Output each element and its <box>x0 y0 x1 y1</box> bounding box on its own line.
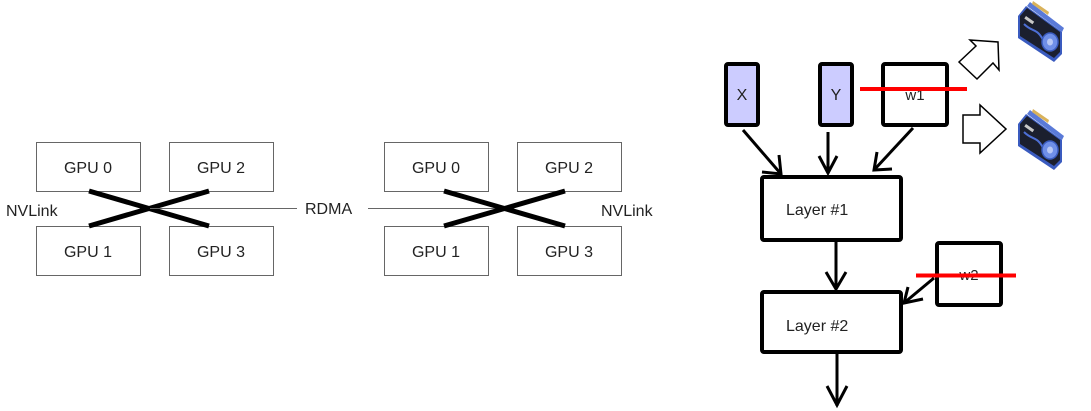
gpu-box <box>384 226 489 276</box>
weight-box <box>881 62 949 127</box>
graphics-card-icon <box>1017 108 1065 171</box>
input-label: X <box>737 87 748 104</box>
layer-label: Layer #1 <box>786 202 848 219</box>
input-label: Y <box>831 87 842 104</box>
left-gpu-1-node: GPU 1 <box>36 226 141 276</box>
arrow-w1-to-layer1 <box>872 126 915 172</box>
arrow-head <box>872 151 893 172</box>
left-gpu-2-node: GPU 2 <box>169 142 274 192</box>
input-box <box>724 62 760 127</box>
gpu-box <box>517 226 622 276</box>
arrow-head <box>901 286 924 305</box>
gpu-box <box>169 142 274 192</box>
block-arrow-right-icon <box>962 103 1008 155</box>
gpu-label: GPU 3 <box>545 244 593 261</box>
arrow-y-to-layer1 <box>817 132 839 177</box>
left-gpu-0-node: GPU 0 <box>36 142 141 192</box>
layer-box <box>760 175 903 242</box>
graphics-card-icon <box>1017 0 1065 63</box>
nvlink-label-left: NVLink <box>6 203 59 220</box>
arrow-shaft <box>872 126 915 172</box>
layer-box <box>760 290 903 354</box>
dispatch-section <box>957 0 1065 171</box>
weight-w1-node: w1 <box>860 62 967 127</box>
arrow-layer1-to-layer2 <box>824 242 848 292</box>
right-gpu-1-node: GPU 1 <box>384 226 489 276</box>
arrow-shaft <box>741 129 783 175</box>
weight-label: w1 <box>904 87 924 104</box>
layer-label: Layer #2 <box>786 318 848 335</box>
nvlink-cross-line <box>443 188 566 229</box>
arrow-w2-to-layer2 <box>901 276 935 305</box>
right-gpu-0-node: GPU 0 <box>384 142 489 192</box>
arrow-shaft <box>903 276 935 305</box>
gpu-box <box>36 226 141 276</box>
rdma-label: RDMA <box>305 201 352 218</box>
right-gpu-2-node: GPU 2 <box>517 142 622 192</box>
layer-2-node: Layer #2 <box>760 290 903 354</box>
arrow-head <box>825 385 849 409</box>
gpu-label: GPU 3 <box>197 244 245 261</box>
arrow-head <box>817 155 839 177</box>
rdma-link: RDMA <box>150 201 500 218</box>
input-x-node: X <box>724 62 760 127</box>
gpu-box <box>517 142 622 192</box>
gpu-box <box>384 142 489 192</box>
input-y-node: Y <box>818 62 854 127</box>
layer-1-node: Layer #1 <box>760 175 903 242</box>
gpu-label: GPU 1 <box>64 244 112 261</box>
right-gpu-cluster: GPU 0 GPU 2 GPU 1 GPU 3 NVLink <box>384 142 654 276</box>
left-gpu-cluster: GPU 0 GPU 2 GPU 1 GPU 3 NVLink <box>6 142 274 276</box>
input-box <box>818 62 854 127</box>
weight-w2-node: w2 <box>916 241 1016 307</box>
arrow-head <box>761 154 783 176</box>
gpu-label: GPU 0 <box>412 160 460 177</box>
right-gpu-3-node: GPU 3 <box>517 226 622 276</box>
arrow-x-to-layer1 <box>741 129 783 176</box>
gpu-box <box>169 226 274 276</box>
model-graph: X Y w1 Layer #1 <box>724 62 1016 409</box>
gpu-label: GPU 1 <box>412 244 460 261</box>
nvlink-label-right: NVLink <box>601 203 654 220</box>
gpu-label: GPU 2 <box>545 160 593 177</box>
arrow-head <box>824 271 848 292</box>
arrow-layer2-output <box>825 354 849 409</box>
gpu-label: GPU 0 <box>64 160 112 177</box>
block-arrow-up-right-icon <box>957 39 1000 81</box>
gpu-box <box>36 142 141 192</box>
left-gpu-3-node: GPU 3 <box>169 226 274 276</box>
nvlink-cross-line <box>88 188 210 229</box>
gpu-label: GPU 2 <box>197 160 245 177</box>
